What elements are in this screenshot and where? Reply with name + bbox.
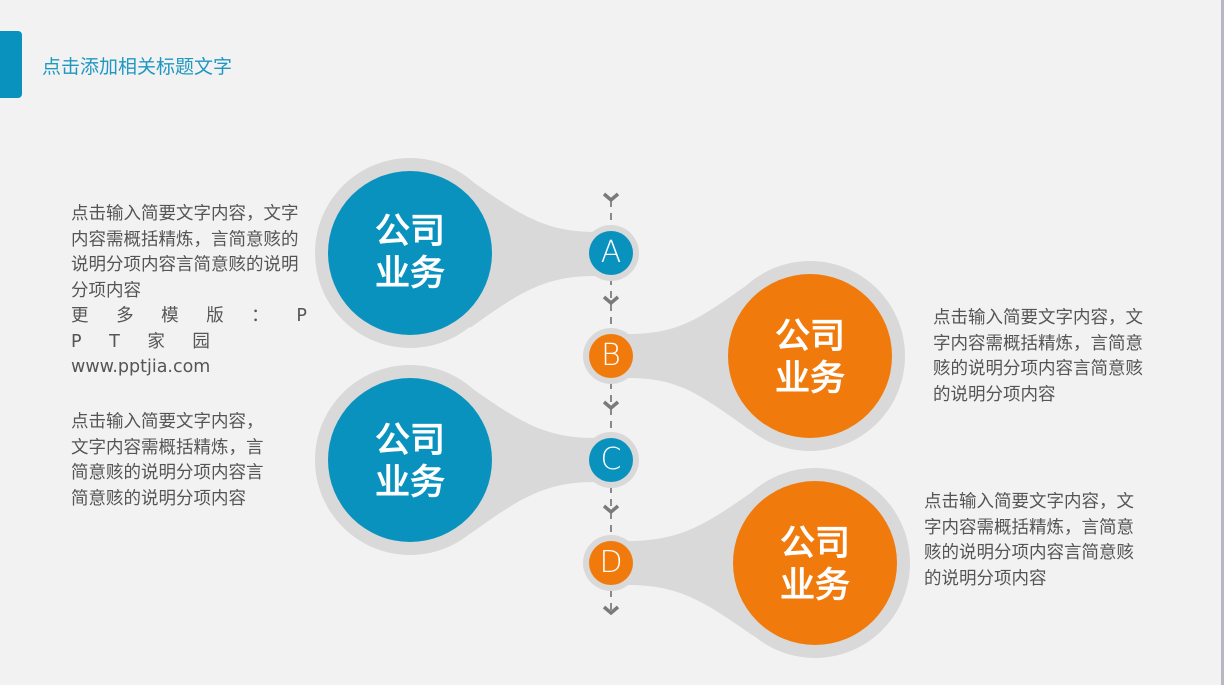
item-c-description[interactable]: 点击输入简要文字内容， 文字内容需概括精炼，言 简意赅的说明分项内容言 简意赅的… [71, 412, 264, 509]
chevron-down-icon [602, 295, 620, 306]
item-d-circle-label[interactable]: 公司 业务 [779, 524, 850, 606]
chevron-down-icon [602, 605, 620, 616]
item-b-circle-label[interactable]: 公司 业务 [774, 317, 845, 399]
chevron-down-icon [602, 504, 620, 515]
page-title[interactable]: 点击添加相关标题文字 [42, 56, 233, 78]
slide-edge [1221, 0, 1224, 685]
item-d-description[interactable]: 点击输入简要文字内容，文 字内容需概括精炼，言简意 赅的说明分项内容言简意赅 的… [924, 492, 1134, 589]
title-accent-bar [0, 31, 22, 98]
item-b-description[interactable]: 点击输入简要文字内容，文 字内容需概括精炼，言简意 赅的说明分项内容言简意赅 的… [933, 308, 1143, 405]
item-c-circle-label[interactable]: 公司 业务 [374, 421, 445, 503]
node-d-letter[interactable]: D [599, 545, 623, 580]
item-a-description[interactable]: 点击输入简要文字内容，文字 内容需概括精炼，言简意赅的 说明分项内容言简意赅的说… [71, 204, 318, 377]
item-a-graphic [315, 158, 639, 348]
item-a-circle-label[interactable]: 公司 业务 [374, 212, 445, 294]
node-c-letter[interactable]: C [600, 442, 622, 477]
item-c-graphic [315, 365, 639, 555]
item-b-graphic [583, 261, 905, 451]
item-d-graphic [583, 468, 910, 658]
chevron-down-icon [602, 400, 620, 411]
chevron-down-icons [602, 192, 620, 616]
node-a-letter[interactable]: A [600, 235, 622, 270]
node-b-letter[interactable]: B [601, 338, 621, 373]
chevron-down-icon [602, 192, 620, 203]
